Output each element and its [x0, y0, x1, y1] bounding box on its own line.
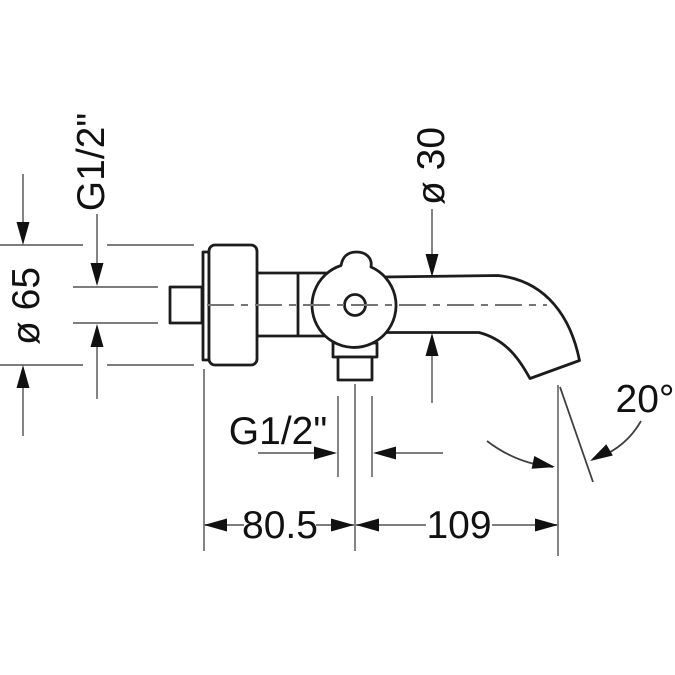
dimension-spout-angle: 20° — [486, 378, 675, 483]
outlet-stub — [336, 355, 374, 382]
arrowhead — [16, 365, 30, 388]
arrowhead — [535, 518, 558, 532]
spout — [381, 274, 581, 380]
arrowhead — [590, 444, 613, 461]
spout-diameter-label: ø 30 — [410, 127, 453, 205]
arrowhead — [204, 518, 227, 532]
wall-to-outlet-label: 80.5 — [242, 504, 318, 547]
arrowhead — [331, 518, 354, 532]
dimension-wall-to-outlet: 80.5 — [203, 369, 356, 551]
arrowhead — [356, 518, 379, 532]
dimension-spout-diameter: ø 30 — [410, 127, 453, 403]
arrowhead — [373, 446, 396, 460]
dimension-flange-diameter: ø 65 — [0, 174, 194, 436]
dimension-outlet-to-tip: 109 — [356, 385, 559, 556]
outlet-thread-label: G1/2" — [229, 410, 327, 453]
arrowhead — [531, 456, 555, 469]
angle-reference-line — [559, 386, 594, 483]
inlet-pipe-stub — [168, 285, 204, 325]
flange-diameter-label: ø 65 — [5, 267, 48, 345]
arrowhead — [90, 263, 104, 286]
arrowhead — [425, 254, 439, 277]
dimension-inlet-thread: G1/2" — [70, 113, 158, 399]
spout-angle-label: 20° — [616, 378, 675, 421]
dimension-outlet-thread: G1/2" — [229, 396, 443, 477]
arrowhead — [425, 333, 439, 356]
arrowhead — [90, 324, 104, 347]
arrowhead — [314, 446, 337, 460]
inlet-thread-label: G1/2" — [70, 113, 113, 211]
outlet-to-tip-label: 109 — [426, 504, 491, 547]
arrowhead — [16, 222, 30, 245]
faucet-outline — [168, 243, 581, 382]
